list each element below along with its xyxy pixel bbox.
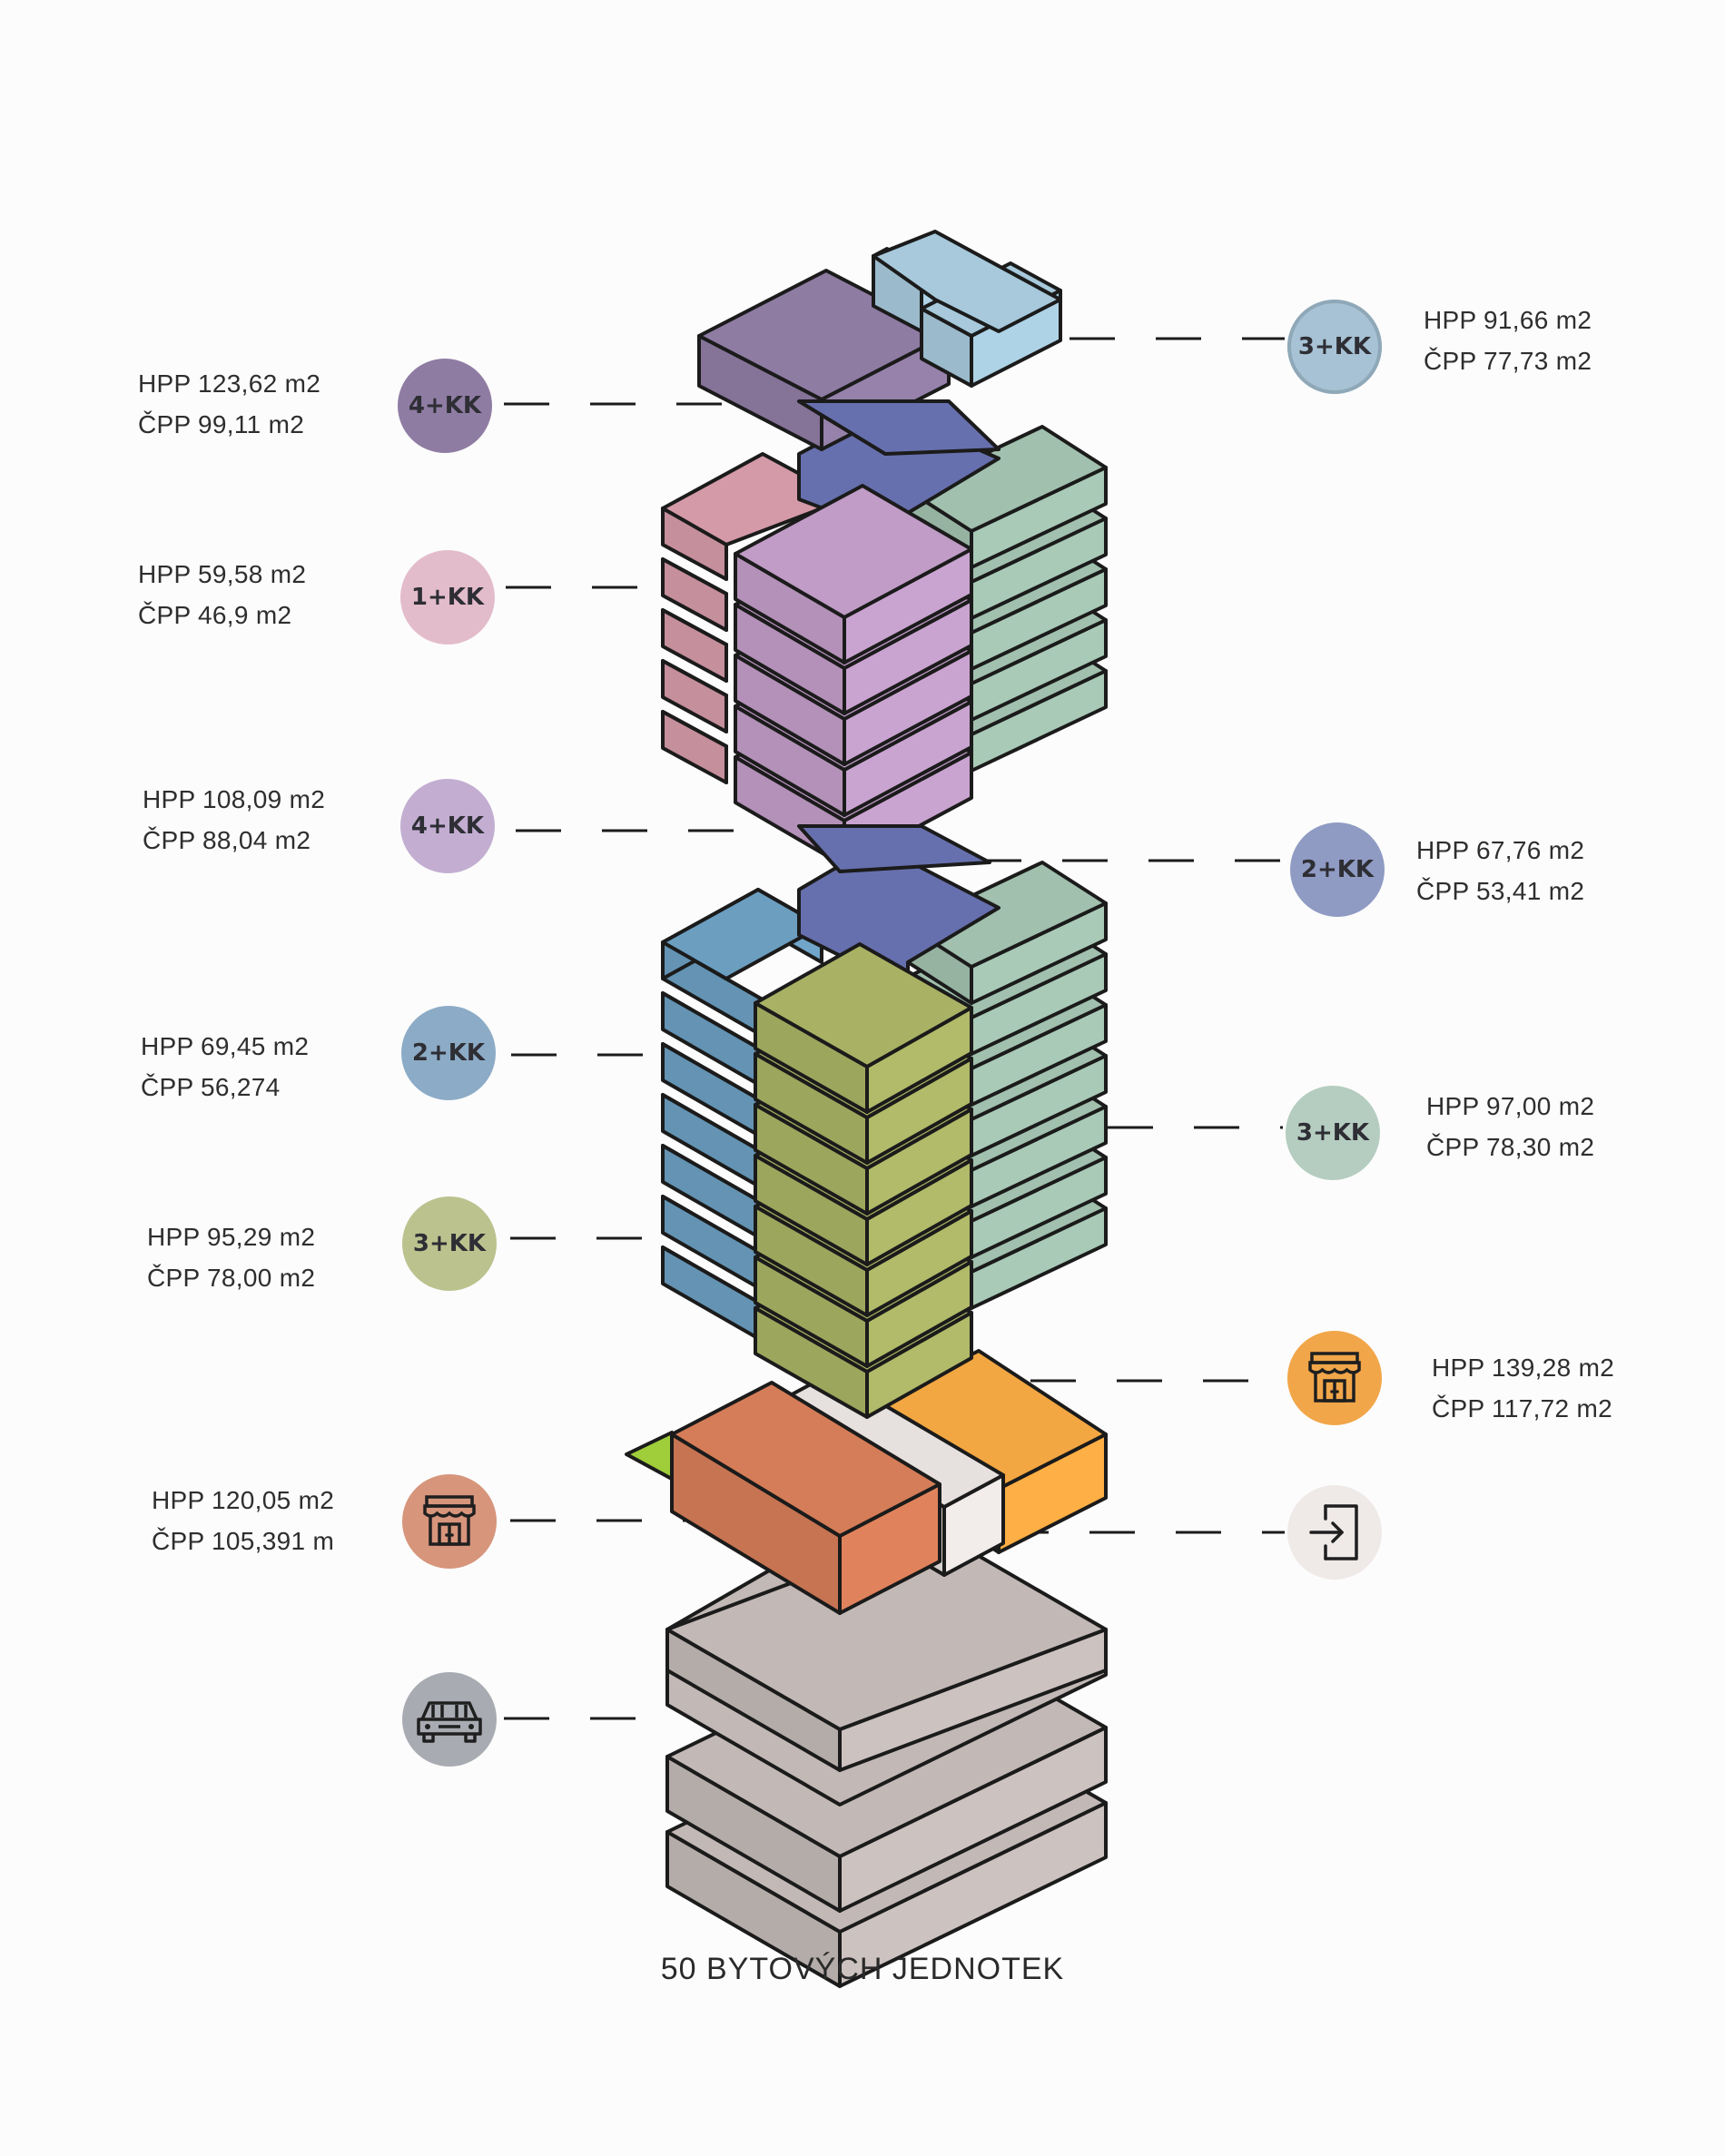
badge-text: 3+KK — [1296, 1119, 1370, 1147]
badge-text: 1+KK — [410, 584, 485, 611]
unit-1kk-floor-2-top-face — [661, 557, 728, 596]
hpp-text: HPP 123,62 m2 — [138, 369, 321, 398]
entrance-icon-glyph — [1309, 1504, 1358, 1560]
label-4kk-top: HPP 123,62 m2 ČPP 99,11 m2 — [138, 363, 320, 445]
badge-4kk-mid: 4+KK — [400, 779, 495, 873]
entrance-icon — [1287, 1485, 1382, 1580]
hpp-text: HPP 120,05 m2 — [152, 1486, 335, 1514]
cpp-text: ČPP 99,11 m2 — [138, 410, 305, 438]
badge-text: 2+KK — [1300, 856, 1375, 883]
label-3kk-top: HPP 91,66 m2 ČPP 77,73 m2 — [1424, 300, 1592, 381]
badge-text: 3+KK — [412, 1230, 487, 1257]
label-shop-left: HPP 120,05 m2 ČPP 105,391 m — [152, 1480, 334, 1561]
shop-icon — [1287, 1331, 1382, 1425]
unit-1kk-floor-4-top-face — [661, 659, 728, 697]
badge-2kk-core: 2+KK — [1290, 822, 1385, 917]
cpp-text: ČPP 77,73 m2 — [1424, 347, 1592, 375]
label-1kk: HPP 59,58 m2 ČPP 46,9 m2 — [138, 554, 306, 635]
label-2kk-left: HPP 69,45 m2 ČPP 56,274 — [141, 1026, 309, 1108]
cpp-text: ČPP 105,391 m — [152, 1527, 335, 1555]
badge-3kk-top: 3+KK — [1287, 300, 1382, 394]
unit-3kk-top-roof — [872, 230, 1062, 333]
label-3kk-green: HPP 97,00 m2 ČPP 78,30 m2 — [1426, 1086, 1594, 1167]
unit-1kk-floor-3-top-face — [661, 608, 728, 646]
hpp-text: HPP 95,29 m2 — [147, 1223, 316, 1251]
badge-text: 2+KK — [411, 1039, 486, 1067]
badge-4kk-top: 4+KK — [398, 359, 492, 453]
label-3kk-olive: HPP 95,29 m2 ČPP 78,00 m2 — [147, 1216, 315, 1298]
badge-text: 4+KK — [408, 392, 482, 419]
shop-icon — [402, 1474, 497, 1569]
cpp-text: ČPP 78,00 m2 — [147, 1264, 316, 1292]
unit-1kk-floor-5-top-face — [661, 710, 728, 748]
hpp-text: HPP 139,28 m2 — [1432, 1354, 1615, 1382]
unit-3kk-olive-floor-1-top-face — [754, 942, 973, 1068]
cpp-text: ČPP 56,274 — [141, 1073, 281, 1101]
badge-text: 4+KK — [410, 812, 485, 840]
core-2kk-top — [797, 399, 1000, 456]
unit-4kk-mid-floor-1-top-face — [734, 484, 973, 619]
footer-caption: 50 BYTOVÝCH JEDNOTEK — [660, 1952, 1065, 1986]
badge-3kk-green: 3+KK — [1286, 1086, 1380, 1180]
badge-2kk-left: 2+KK — [401, 1006, 496, 1100]
core-2kk-mid — [797, 824, 991, 873]
cpp-text: ČPP 117,72 m2 — [1432, 1394, 1612, 1423]
cpp-text: ČPP 46,9 m2 — [138, 601, 292, 629]
label-2kk-core: HPP 67,76 m2 ČPP 53,41 m2 — [1416, 830, 1584, 911]
hpp-text: HPP 67,76 m2 — [1416, 836, 1585, 864]
cpp-text: ČPP 53,41 m2 — [1416, 877, 1585, 905]
hpp-text: HPP 59,58 m2 — [138, 560, 307, 588]
shop-salmon-top-face — [670, 1381, 941, 1538]
unit-3kk-green-floor-1-top-face — [906, 861, 1108, 969]
badge-1kk: 1+KK — [400, 550, 495, 645]
hpp-text: HPP 97,00 m2 — [1426, 1092, 1595, 1120]
car-icon — [402, 1672, 497, 1767]
badge-text: 3+KK — [1297, 333, 1372, 360]
badge-3kk-olive: 3+KK — [402, 1196, 497, 1291]
car-icon-glyph — [417, 1701, 482, 1743]
label-4kk-mid: HPP 108,09 m2 ČPP 88,04 m2 — [143, 779, 325, 861]
cpp-text: ČPP 88,04 m2 — [143, 826, 311, 854]
hpp-text: HPP 91,66 m2 — [1424, 306, 1592, 334]
hpp-text: HPP 69,45 m2 — [141, 1032, 310, 1060]
shop-icon-glyph — [1308, 1352, 1361, 1403]
building-blocks — [625, 230, 1108, 1988]
shop-icon-glyph — [423, 1495, 476, 1546]
label-shop-right: HPP 139,28 m2 ČPP 117,72 m2 — [1432, 1347, 1614, 1429]
cpp-text: ČPP 78,30 m2 — [1426, 1133, 1595, 1161]
hpp-text: HPP 108,09 m2 — [143, 785, 326, 813]
